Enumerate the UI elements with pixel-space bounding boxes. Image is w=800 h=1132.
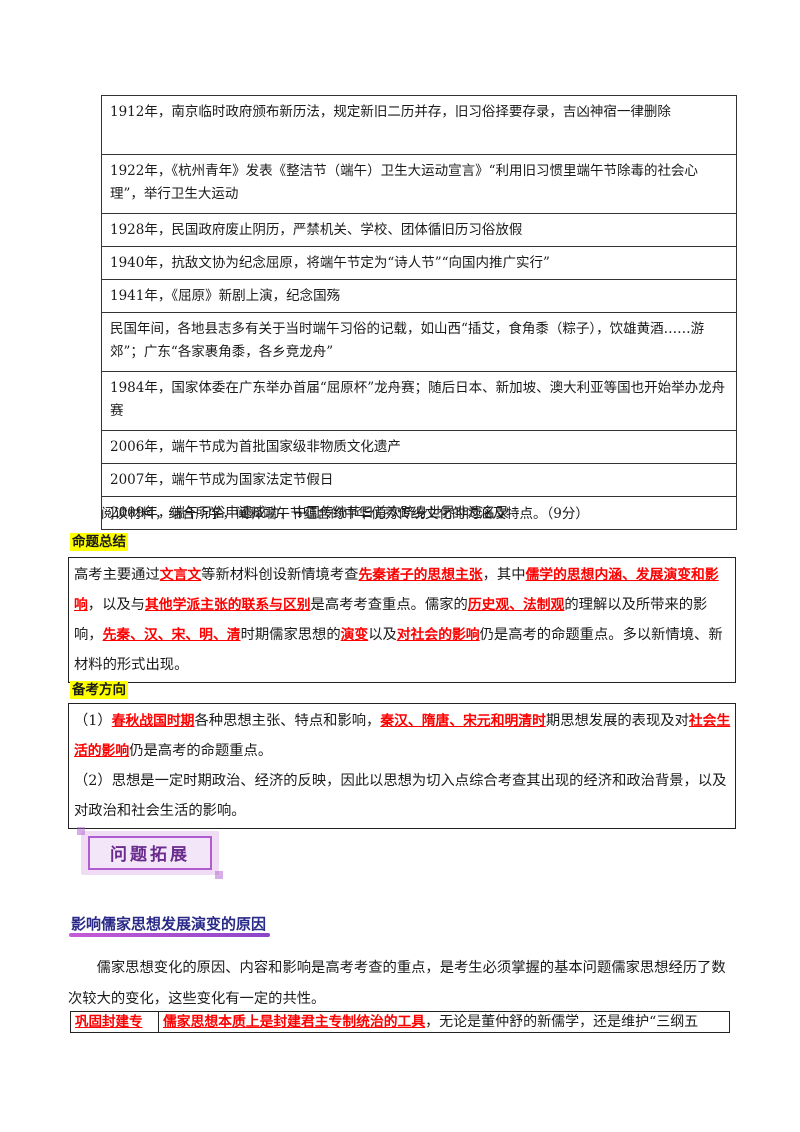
table-row: 2007年，端午节成为国家法定节假日: [101, 463, 737, 497]
direction-point-2: （2）思想是一定时期政治、经济的反映，因此以思想为切入点综合考查其出现的经济和政…: [74, 773, 727, 819]
timeline-cell: 1940年，抗敌文协为纪念屈原，将端午节定为“诗人节”“向国内推广实行”: [101, 246, 737, 280]
direction-emphasis: 秦汉、隋唐、宋元和明清时: [380, 713, 546, 729]
summary-emphasis: 文言文: [159, 567, 202, 583]
section-title-text: 影响儒家思想发展演变的原因: [71, 915, 267, 933]
timeline-cell: 1928年，民国政府废止阴历，严禁机关、学校、团体循旧历习俗放假: [101, 213, 737, 247]
direction-text: 各种思想主张、特点和影响，: [194, 713, 381, 729]
table-row: 1928年，民国政府废止阴历，严禁机关、学校、团体循旧历习俗放假: [101, 213, 737, 247]
reason-content-cell: 儒家思想本质上是封建君主专制统治的工具，无论是董仲舒的新儒学，还是维护“三纲五: [158, 1011, 730, 1033]
summary-text: 以及: [368, 627, 397, 643]
direction-emphasis: 社会生活的影响: [74, 713, 731, 759]
timeline-cell: 民国年间，各地县志多有关于当时端午习俗的记载，如山西“插艾，食角黍（粽子），饮雄…: [101, 312, 737, 372]
table-row: 民国年间，各地县志多有关于当时端午习俗的记载，如山西“插艾，食角黍（粽子），饮雄…: [101, 312, 737, 372]
table-row: 1940年，抗敌文协为纪念屈原，将端午节定为“诗人节”“向国内推广实行”: [101, 246, 737, 280]
table-row: 1941年，《屈原》新剧上演，纪念国殇: [101, 279, 737, 313]
timeline-cell: 1941年，《屈原》新剧上演，纪念国殇: [101, 279, 737, 313]
direction-text: 期思想发展的表现及对: [545, 713, 689, 729]
summary-text: 仍是高考的命题重点。多以新情境、新材料的形式出现。: [74, 627, 723, 673]
summary-emphasis: 对社会的影响: [396, 627, 480, 643]
summary-text: 时期儒家思想的: [240, 627, 341, 643]
timeline-cell: 2009年，端午习俗申遗成功，中国传统节日首次跻身世界非遗名录: [101, 496, 737, 530]
body-paragraph: 儒家思想变化的原因、内容和影响是高考考查的重点，是考生必须掌握的基本问题儒家思想…: [68, 960, 726, 1007]
summary-text: 是高考考查重点。儒家的: [310, 597, 468, 613]
question-text: 阅读材料，结合所学，阐释端午节蕴含的中华优秀传统文化的内涵及特点。（9分）: [101, 506, 589, 522]
direction-text: 仍是高考的命题重点。: [129, 743, 273, 759]
summary-emphasis: 演变: [340, 627, 369, 643]
topic-extension-banner: 问题拓展: [77, 827, 223, 879]
summary-emphasis: 历史观、法制观: [467, 597, 565, 613]
direction-emphasis: 春秋战国时期: [111, 713, 195, 729]
table-row: 1922年，《杭州青年》发表《整洁节（端午）卫生大运动宣言》“利用旧习惯里端午节…: [101, 154, 737, 214]
timeline-cell: 1912年，南京临时政府颁布新历法，规定新旧二历并存，旧习俗择要存录，吉凶神宿一…: [101, 95, 737, 155]
table-row: 2009年，端午习俗申遗成功，中国传统节日首次跻身世界非遗名录: [101, 496, 737, 530]
summary-emphasis: 儒学的思想内涵、发展演变和影响: [74, 567, 719, 613]
summary-text: 等新材料创设新情境考查: [201, 567, 359, 583]
summary-emphasis: 先秦诸子的思想主张: [358, 567, 483, 583]
summary-emphasis: 先秦、汉、宋、明、清: [102, 627, 241, 643]
timeline-cell: 1922年，《杭州青年》发表《整洁节（端午）卫生大运动宣言》“利用旧习惯里端午节…: [101, 154, 737, 214]
timeline-cell: 2006年，端午节成为首批国家级非物质文化遗产: [101, 430, 737, 464]
direction-text: （1）: [74, 713, 112, 729]
summary-text: 高考主要通过: [74, 567, 160, 583]
reason-emphasis: 儒家思想本质上是封建君主专制统治的工具: [163, 1014, 426, 1030]
direction-point-1: （1）春秋战国时期各种思想主张、特点和影响，秦汉、隋唐、宋元和明清时期思想发展的…: [74, 706, 731, 766]
summary-box: 高考主要通过文言文等新材料创设新情境考查先秦诸子的思想主张，其中儒学的思想内涵、…: [68, 557, 736, 683]
table-row: 巩固封建专 儒家思想本质上是封建君主专制统治的工具，无论是董仲舒的新儒学，还是维…: [70, 1011, 730, 1033]
summary-text: 的理解以及所带来的影响，: [74, 597, 708, 643]
summary-label: 命题总结: [70, 533, 128, 551]
table-row: 1912年，南京临时政府颁布新历法，规定新旧二历并存，旧习俗择要存录，吉凶神宿一…: [101, 95, 737, 155]
table-row: 1984年，国家体委在广东举办首届“屈原杯”龙舟赛；随后日本、新加坡、澳大利亚等…: [101, 371, 737, 431]
banner-text: 问题拓展: [110, 844, 190, 865]
reason-text: ，无论是董仲舒的新儒学，还是维护“三纲五: [425, 1014, 699, 1030]
table-row: 2006年，端午节成为首批国家级非物质文化遗产: [101, 430, 737, 464]
summary-text: ，以及与: [87, 597, 145, 613]
direction-box: （1）春秋战国时期各种思想主张、特点和影响，秦汉、隋唐、宋元和明清时期思想发展的…: [68, 703, 736, 829]
summary-text: ，其中: [482, 567, 526, 583]
title-underline: [69, 933, 271, 937]
timeline-table: 1912年，南京临时政府颁布新历法，规定新旧二历并存，旧习俗择要存录，吉凶神宿一…: [101, 95, 737, 530]
timeline-cell: 2007年，端午节成为国家法定节假日: [101, 463, 737, 497]
section-title: 影响儒家思想发展演变的原因: [69, 913, 271, 937]
summary-emphasis: 其他学派主张的联系与区别: [144, 597, 311, 613]
reasons-table: 巩固封建专 儒家思想本质上是封建君主专制统治的工具，无论是董仲舒的新儒学，还是维…: [70, 1011, 730, 1033]
direction-label: 备考方向: [70, 681, 128, 699]
reason-heading-cell: 巩固封建专: [70, 1011, 159, 1033]
timeline-cell: 1984年，国家体委在广东举办首届“屈原杯”龙舟赛；随后日本、新加坡、澳大利亚等…: [101, 371, 737, 431]
